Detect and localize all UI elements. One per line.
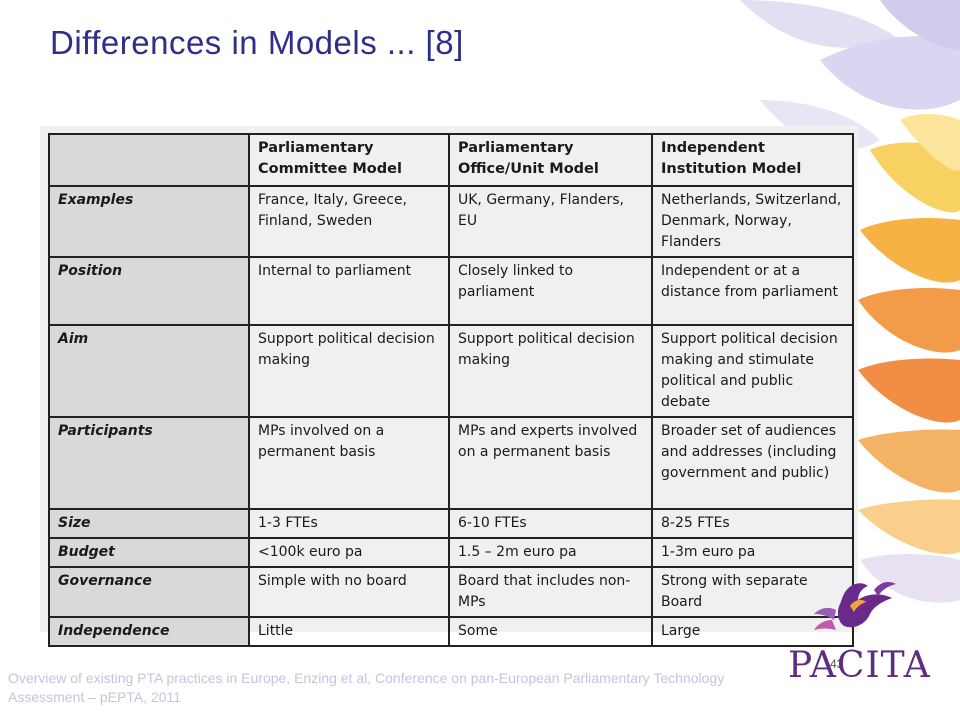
table-cell: Netherlands, Switzerland, Denmark, Norwa… bbox=[651, 185, 854, 258]
table-cell: Internal to parliament bbox=[248, 256, 450, 326]
table-cell: Independent or at a distance from parlia… bbox=[651, 256, 854, 326]
table-cell: Support political decision making bbox=[448, 324, 653, 418]
row-label: Participants bbox=[48, 416, 250, 510]
table-cell: Board that includes non-MPs bbox=[448, 566, 653, 618]
table-cell: 1-3m euro pa bbox=[651, 537, 854, 568]
table-cell: <100k euro pa bbox=[248, 537, 450, 568]
table-cell: Some bbox=[448, 616, 653, 647]
table-cell: Little bbox=[248, 616, 450, 647]
table-row: Position Internal to parliament Closely … bbox=[48, 256, 854, 326]
table-cell: Closely linked to parliament bbox=[448, 256, 653, 326]
table-cell: Support political decision making and st… bbox=[651, 324, 854, 418]
table-cell: MPs involved on a permanent basis bbox=[248, 416, 450, 510]
table-cell: UK, Germany, Flanders, EU bbox=[448, 185, 653, 258]
row-label: Independence bbox=[48, 616, 250, 647]
dove-icon bbox=[814, 582, 896, 630]
table-row: Independence Little Some Large bbox=[48, 616, 854, 647]
table-cell: Broader set of audiences and addresses (… bbox=[651, 416, 854, 510]
slide-title: Differences in Models ... [8] bbox=[50, 24, 464, 61]
table-header-committee: Parliamentary Committee Model bbox=[248, 133, 450, 187]
table-cell: 1.5 – 2m euro pa bbox=[448, 537, 653, 568]
table-row: Size 1-3 FTEs 6-10 FTEs 8-25 FTEs bbox=[48, 508, 854, 539]
table-cell: Simple with no board bbox=[248, 566, 450, 618]
table-header-row: Parliamentary Committee Model Parliament… bbox=[48, 133, 854, 187]
logo-text: PACITA bbox=[788, 645, 931, 686]
row-label: Aim bbox=[48, 324, 250, 418]
row-label: Examples bbox=[48, 185, 250, 258]
source-citation: Overview of existing PTA practices in Eu… bbox=[8, 670, 725, 705]
table-header-independent: Independent Institution Model bbox=[651, 133, 854, 187]
table-cell: France, Italy, Greece, Finland, Sweden bbox=[248, 185, 450, 258]
table-cell: Support political decision making bbox=[248, 324, 450, 418]
row-label: Size bbox=[48, 508, 250, 539]
row-label: Budget bbox=[48, 537, 250, 568]
table-row: Governance Simple with no board Board th… bbox=[48, 566, 854, 618]
table-header-corner bbox=[48, 133, 250, 187]
row-label: Position bbox=[48, 256, 250, 326]
table-cell: 8-25 FTEs bbox=[651, 508, 854, 539]
table-row: Participants MPs involved on a permanent… bbox=[48, 416, 854, 510]
table-row: Budget <100k euro pa 1.5 – 2m euro pa 1-… bbox=[48, 537, 854, 568]
table-row: Aim Support political decision making Su… bbox=[48, 324, 854, 418]
table-cell: MPs and experts involved on a permanent … bbox=[448, 416, 653, 510]
table-row: Examples France, Italy, Greece, Finland,… bbox=[48, 185, 854, 258]
row-label: Governance bbox=[48, 566, 250, 618]
table-cell: Large bbox=[651, 616, 854, 647]
pacita-logo: PACITA bbox=[788, 576, 931, 686]
table-cell: Strong with separate Board bbox=[651, 566, 854, 618]
table-header-office: Parliamentary Office/Unit Model bbox=[448, 133, 653, 187]
table-cell: 1-3 FTEs bbox=[248, 508, 450, 539]
table-cell: 6-10 FTEs bbox=[448, 508, 653, 539]
models-comparison-table: Parliamentary Committee Model Parliament… bbox=[48, 133, 854, 647]
page-number: 43 bbox=[830, 657, 844, 671]
